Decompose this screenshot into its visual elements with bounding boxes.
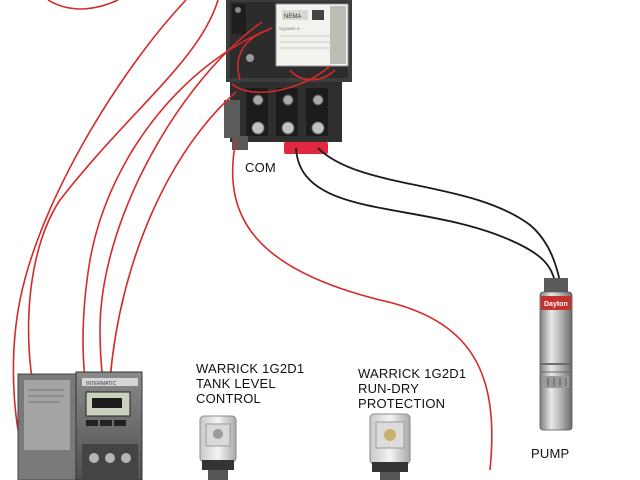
com-label: COM <box>245 160 276 175</box>
run-dry-relay <box>369 413 411 480</box>
pump-label: PUMP <box>531 446 569 461</box>
run-dry-protection-line-3: PROTECTION <box>358 396 446 411</box>
pump-brand-badge <box>541 296 571 310</box>
run-dry-protection-line-2: RUN-DRY <box>358 381 420 396</box>
contactor-nema-text: NEMA <box>284 14 301 20</box>
tank-level-control-label: WARRICK 1G2D1 TANK LEVEL CONTROL <box>196 361 304 406</box>
intermatic-timer: INTERMATIC <box>17 371 143 480</box>
com-label-text: COM <box>245 160 276 175</box>
tank-level-control-line-3: CONTROL <box>196 391 261 406</box>
run-dry-protection-line-1: WARRICK 1G2D1 <box>358 366 467 381</box>
tank-level-relay <box>199 415 237 480</box>
magnetic-contactor: NEMA SQUARE D <box>224 0 352 154</box>
tank-level-control-line-1: WARRICK 1G2D1 <box>196 361 305 376</box>
pump-label-text: PUMP <box>531 446 570 461</box>
run-dry-protection-label: WARRICK 1G2D1 RUN-DRY PROTECTION <box>358 366 466 411</box>
pump-power-wiring <box>295 147 561 283</box>
tank-level-control-line-2: TANK LEVEL <box>196 376 276 391</box>
terminal-jumper <box>284 142 328 154</box>
contactor-brand-text: SQUARE D <box>279 26 300 31</box>
timer-brand-text: INTERMATIC <box>86 381 117 387</box>
submersible-pump: Dayton <box>539 278 573 431</box>
pump-brand-text: Dayton <box>544 301 568 308</box>
